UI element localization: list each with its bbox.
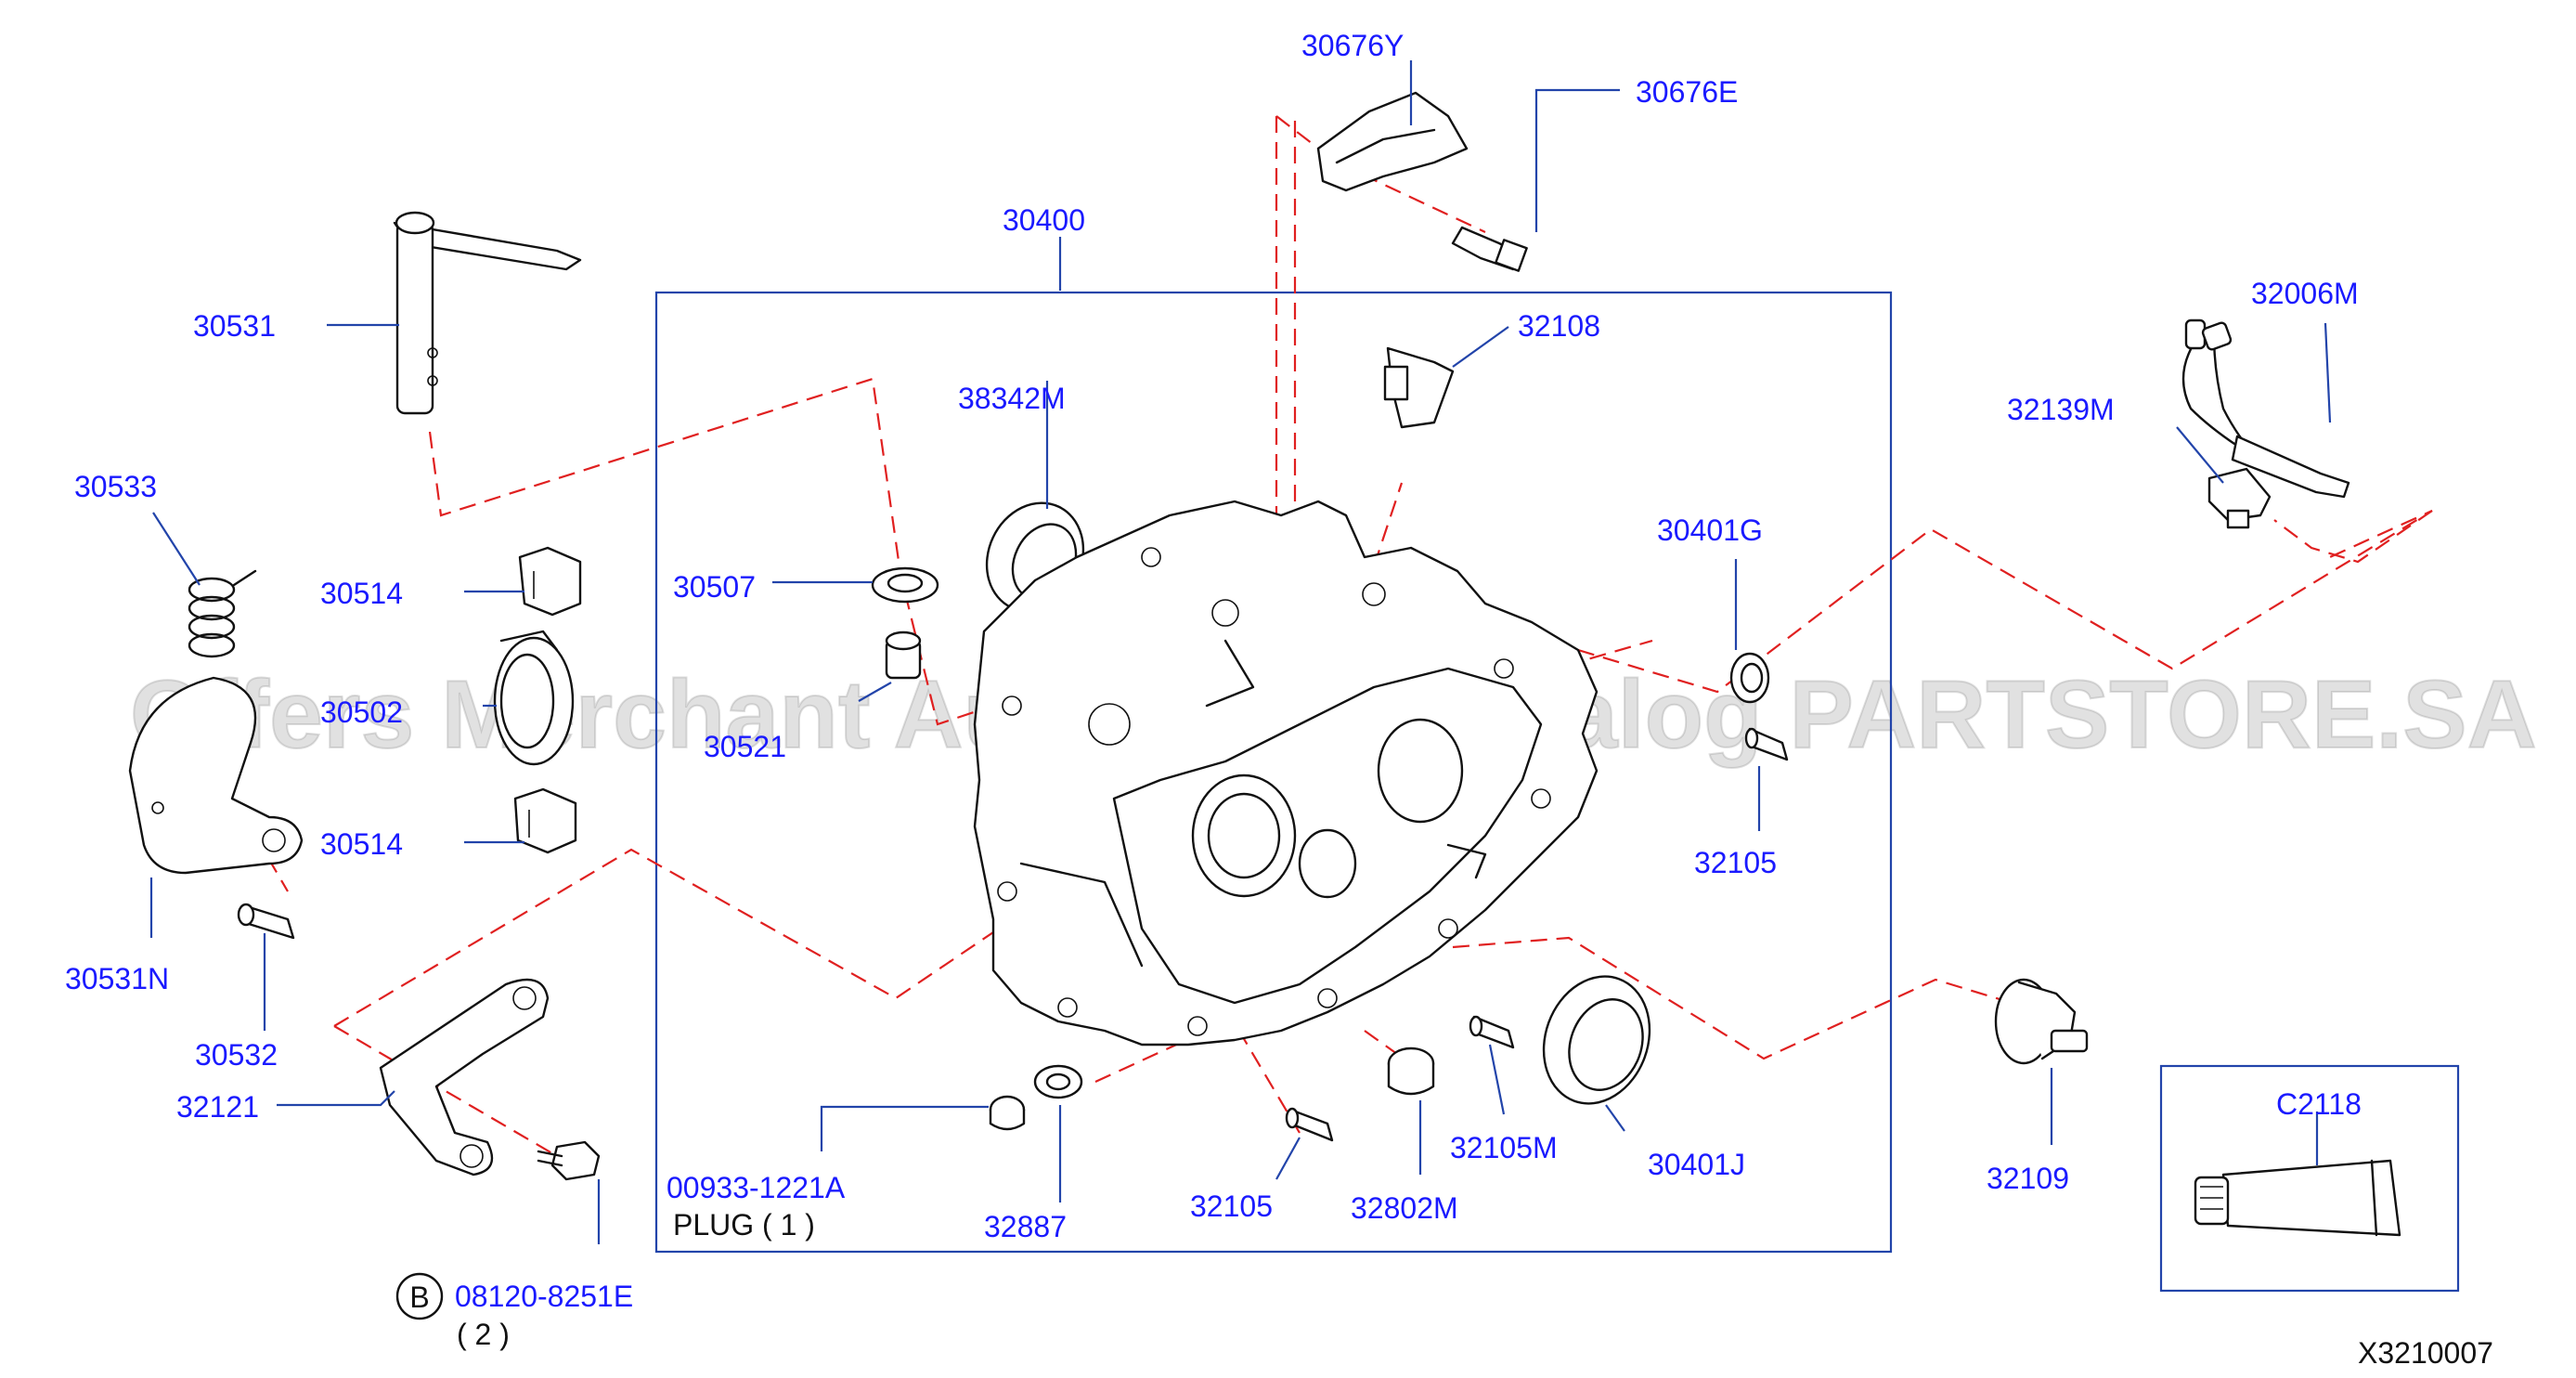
label-32121: 32121 (176, 1090, 259, 1124)
label-30533: 30533 (74, 470, 157, 503)
part-32109-gear (1994, 978, 2089, 1065)
part-30532-pin (237, 903, 295, 940)
label-30676Y: 30676Y (1301, 29, 1404, 62)
part-30401G-seal-ring (1729, 652, 1770, 704)
bolt-type-badge (395, 1272, 444, 1320)
label-30400: 30400 (1003, 203, 1085, 237)
label-32139M: 32139M (2007, 393, 2115, 426)
part-C2118-sealant-tube (2194, 1159, 2401, 1237)
label-32105-right: 32105 (1694, 846, 1777, 879)
leader-lines (149, 60, 2332, 1244)
part-30531N-release-fork (128, 676, 304, 875)
label-32802M: 32802M (1351, 1191, 1458, 1225)
part-32121-bracket (379, 978, 550, 1176)
part-labels: 30676Y 30676E 30400 30531 32108 32006M 3… (65, 29, 2493, 1370)
part-32105-pin-bottom (1285, 1107, 1334, 1142)
label-32109: 32109 (1987, 1162, 2069, 1195)
part-32802M-bushing (1387, 1046, 1435, 1096)
label-30531N: 30531N (65, 962, 169, 995)
part-30400-clutch-housing (973, 500, 1599, 1046)
label-32108: 32108 (1518, 309, 1600, 343)
part-32006M-switch (2181, 318, 2350, 499)
label-30676E: 30676E (1636, 75, 1738, 109)
part-30531-shift-shaft (393, 211, 582, 415)
label-30514-lower: 30514 (320, 827, 403, 861)
label-30502: 30502 (320, 696, 403, 729)
part-30521-bushing (885, 630, 922, 680)
part-30533-spring (188, 569, 257, 658)
plug-quantity-note: PLUG ( 1 ) (673, 1208, 815, 1242)
label-30514-upper: 30514 (320, 577, 403, 610)
label-00933-1221A: 00933-1221A (667, 1171, 846, 1204)
label-30507: 30507 (673, 570, 756, 604)
part-32105-pin-right (1744, 727, 1789, 761)
part-30514-clip-upper (518, 546, 582, 617)
label-08120-8251E: 08120-8251E (455, 1280, 633, 1313)
label-30521: 30521 (704, 730, 786, 763)
part-00933-1221A-plug (989, 1095, 1026, 1131)
label-30532: 30532 (195, 1038, 278, 1072)
part-32108-speedometer-pinion (1383, 346, 1455, 429)
part-32139M-plug (2207, 467, 2272, 529)
diagram-reference-code: X3210007 (2358, 1336, 2493, 1370)
part-32887-bushing (1033, 1064, 1083, 1099)
part-30514-clip-lower (513, 787, 577, 854)
part-30401J-oil-seal (1542, 975, 1651, 1105)
label-30401J: 30401J (1648, 1148, 1745, 1181)
part-32105M-pin (1469, 1015, 1515, 1049)
part-08120-8251E-bolt (537, 1140, 601, 1181)
label-C2118: C2118 (2276, 1087, 2362, 1121)
housing-assembly-frame (654, 291, 1893, 1254)
bolt-quantity-note: ( 2 ) (457, 1318, 510, 1351)
label-32887: 32887 (984, 1210, 1067, 1243)
label-38342M: 38342M (958, 382, 1066, 415)
sealant-kit-frame (2159, 1064, 2460, 1293)
part-30507-oil-seal (871, 566, 939, 604)
label-32105M: 32105M (1450, 1131, 1558, 1164)
label-32105-bottom: 32105 (1190, 1190, 1273, 1223)
part-30502-release-bearing (493, 630, 575, 766)
bolt-type-letter: B (409, 1280, 429, 1314)
label-32006M: 32006M (2251, 277, 2359, 310)
label-30401G: 30401G (1657, 514, 1763, 547)
part-30676Y-plate (1316, 91, 1469, 192)
part-30676E-bolt (1451, 226, 1528, 272)
label-30531: 30531 (193, 309, 276, 343)
